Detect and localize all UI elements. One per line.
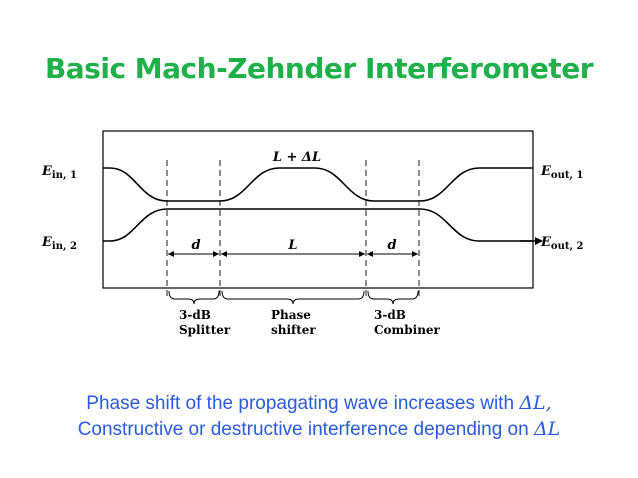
caption-line-2-text: Constructive or destructive interference… bbox=[77, 419, 534, 440]
section-phase-line1: Phase bbox=[271, 308, 311, 322]
section-phase-line2: shifter bbox=[271, 323, 316, 337]
label-e-out-1: Eout, 1 bbox=[540, 164, 583, 181]
caption-line-2: Constructive or destructive interference… bbox=[0, 418, 638, 441]
label-l: L bbox=[287, 238, 297, 253]
diagram-frame bbox=[102, 130, 534, 289]
caption-line-1: Phase shift of the propagating wave incr… bbox=[0, 392, 638, 415]
section-splitter-line2: Splitter bbox=[179, 323, 231, 337]
brace-phase-shifter bbox=[221, 290, 365, 305]
caption-line-1-text: Phase shift of the propagating wave incr… bbox=[86, 393, 520, 414]
label-e-in-2: Ein, 2 bbox=[41, 235, 77, 252]
section-splitter-line1: 3-dB bbox=[179, 308, 211, 322]
brace-splitter bbox=[168, 290, 220, 305]
caption-line-1-symbol: ΔL, bbox=[519, 392, 552, 414]
lower-waveguide bbox=[103, 208, 533, 242]
caption-line-2-symbol: ΔL bbox=[533, 418, 561, 440]
label-d-right: d bbox=[387, 238, 396, 253]
slide-title: Basic Mach-Zehnder Interferometer bbox=[44, 52, 594, 85]
upper-waveguide bbox=[103, 167, 533, 202]
label-d-left: d bbox=[191, 238, 200, 253]
brace-combiner bbox=[367, 290, 419, 305]
section-combiner-line1: 3-dB bbox=[374, 308, 406, 322]
label-upper-arm: L + ΔL bbox=[272, 150, 321, 165]
label-e-in-1: Ein, 1 bbox=[41, 164, 77, 181]
label-e-out-2: Eout, 2 bbox=[540, 235, 583, 252]
section-combiner-line2: Combiner bbox=[374, 323, 441, 337]
